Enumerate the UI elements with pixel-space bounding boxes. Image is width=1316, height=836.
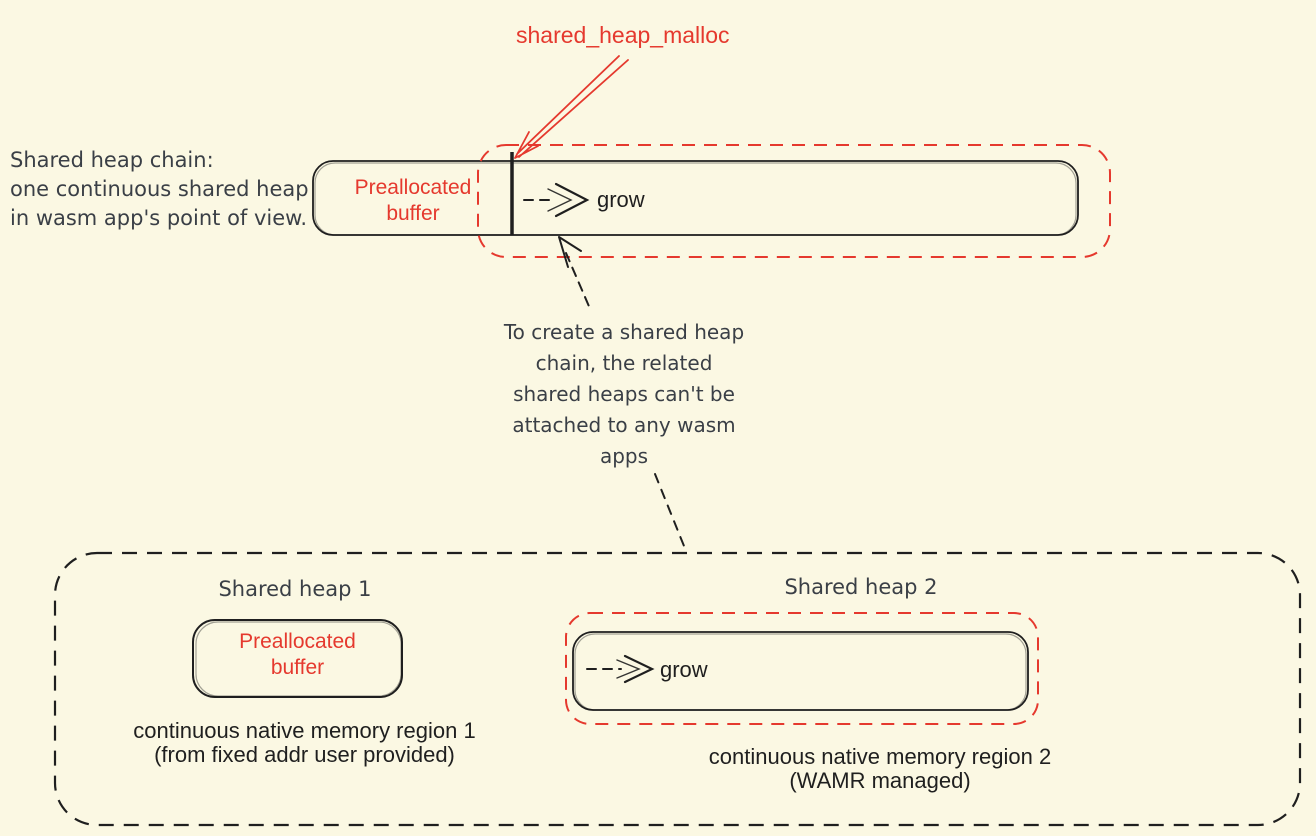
chain-preallocated-buffer-label: Preallocated buffer	[354, 176, 472, 225]
malloc-arrow	[514, 55, 629, 159]
heap1-caption: continuous native memory region 1 (from …	[133, 718, 476, 767]
heap2-title: Shared heap 2	[784, 575, 938, 599]
heap1-title: Shared heap 1	[218, 577, 372, 601]
heap2-dashed-region	[565, 612, 1039, 725]
heap2-caption: continuous native memory region 2 (WAMR …	[708, 744, 1052, 793]
heap1-preallocated-buffer-label: Preallocated buffer	[239, 630, 356, 679]
memory-regions-container	[53, 551, 1302, 827]
heap2-grow-label: grow	[660, 657, 708, 682]
attach-point-arrow	[558, 236, 592, 312]
heap2-box	[572, 631, 1029, 711]
chain-description-note: Shared heap chain: one continuous shared…	[10, 148, 309, 230]
shared-heap-malloc-label: shared_heap_malloc	[516, 22, 730, 48]
chain-grow-arrow	[523, 182, 590, 218]
constraint-note: To create a shared heap chain, the relat…	[503, 320, 745, 468]
heap1-buffer-box	[192, 619, 403, 698]
chain-heap-box	[312, 160, 1079, 236]
chain-dashed-region	[477, 144, 1111, 258]
heap2-grow-arrow	[586, 654, 655, 684]
constraint-connector-line	[654, 473, 687, 552]
chain-grow-label: grow	[597, 187, 645, 212]
